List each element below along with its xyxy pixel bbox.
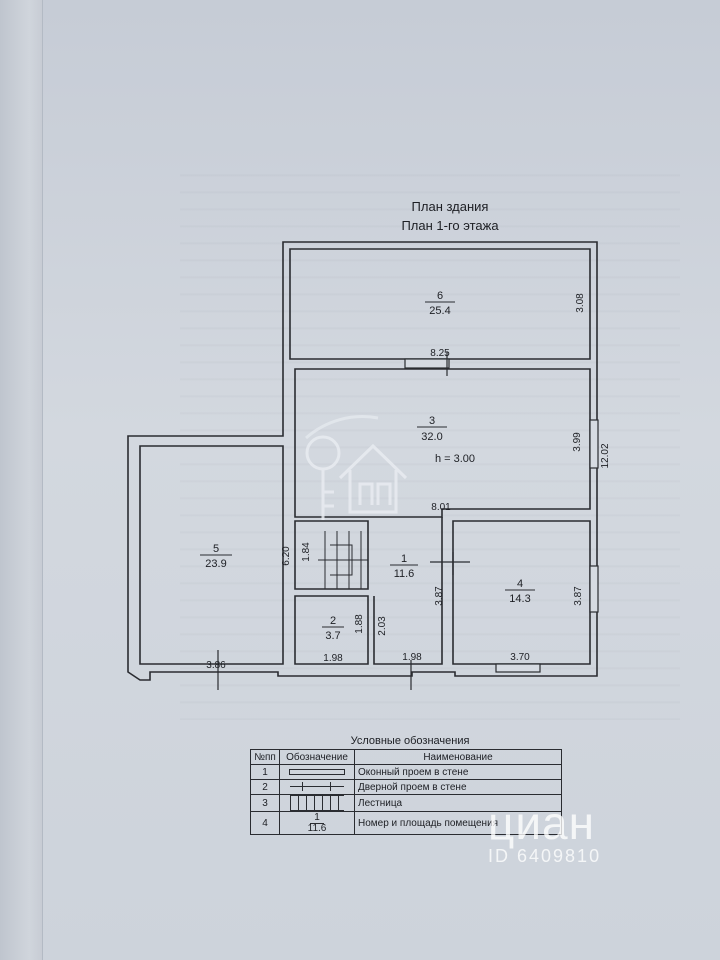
plan-title: План здания	[411, 199, 489, 214]
legend-row: 2 Дверной проем в стене	[250, 779, 562, 795]
window-east-room3	[589, 419, 599, 469]
watermark-brand: циан	[488, 797, 596, 849]
dim-1-84: 1.84	[301, 542, 312, 562]
dim-3-99: 3.99	[572, 432, 583, 452]
binder-edge	[0, 0, 43, 960]
legend-row: 1 Оконный проем в стене	[250, 764, 562, 780]
dim-1-98-left: 1.98	[323, 653, 343, 664]
dim-3-86: 3.86	[206, 660, 226, 671]
window-symbol-icon	[289, 768, 345, 775]
window-north-room3	[404, 358, 450, 369]
window-east-room4	[589, 565, 599, 613]
key-house-logo	[305, 415, 408, 520]
legend-table: №пп Обозначение Наименование 1 Оконный п…	[250, 749, 562, 835]
dim-8-01: 8.01	[431, 502, 451, 513]
dim-3-87-left: 3.87	[434, 586, 445, 606]
dim-3-87-right: 3.87	[573, 586, 584, 606]
stairs	[318, 531, 368, 589]
room-2-area: 3.7	[325, 630, 340, 642]
room-2-number: 2	[330, 615, 336, 627]
dim-1-98-right: 1.98	[402, 652, 422, 663]
door-symbol-icon	[290, 782, 344, 792]
room-1-number: 1	[401, 553, 407, 565]
room-6-number: 6	[437, 290, 443, 302]
dim-3-70: 3.70	[510, 652, 530, 663]
room-6-area: 25.4	[429, 305, 450, 317]
legend-header-symbol: Обозначение	[279, 749, 355, 765]
legend-row: 4 1 11.6 Номер и площадь помещения	[250, 811, 562, 835]
legend-header-name: Наименование	[354, 749, 562, 765]
dim-3-08: 3.08	[575, 293, 586, 313]
dim-6-20: 6.20	[281, 546, 292, 566]
ceiling-height: h = 3.00	[435, 453, 475, 465]
dim-2-03: 2.03	[377, 616, 388, 636]
room-5-number: 5	[213, 543, 219, 555]
watermark-id: ID 6409810	[488, 846, 602, 866]
room-5-area: 23.9	[205, 558, 226, 570]
legend: Условные обозначения №пп Обозначение Наи…	[250, 735, 562, 835]
room-3-number: 3	[429, 415, 435, 427]
room-4-number: 4	[517, 578, 523, 590]
room-1-area: 11.6	[394, 568, 415, 580]
watermark: циан ID 6409810	[488, 800, 601, 867]
dim-8-25: 8.25	[430, 348, 450, 359]
room-3-area: 32.0	[421, 431, 442, 443]
room-4-area: 14.3	[509, 593, 530, 605]
window-south-room4	[495, 663, 541, 673]
plan-subtitle: План 1-го этажа	[401, 218, 499, 233]
dim-12-02: 12.02	[600, 443, 611, 468]
stairs-symbol-icon	[290, 795, 344, 811]
dim-1-88: 1.88	[354, 614, 365, 634]
room-area-symbol-icon: 1 11.6	[307, 812, 327, 834]
legend-header-num: №пп	[250, 749, 280, 765]
legend-title: Условные обозначения	[350, 735, 470, 747]
